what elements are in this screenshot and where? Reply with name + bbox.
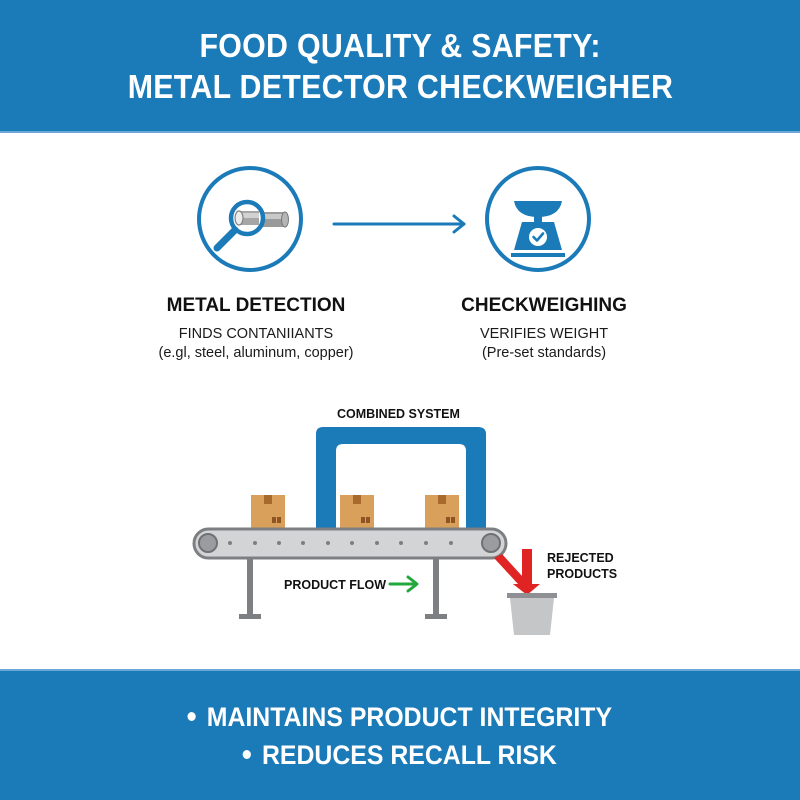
product-box	[251, 495, 285, 529]
metal-detection-title: METAL DETECTION	[166, 295, 346, 316]
page-title-line-2: METAL DETECTOR CHECKWEIGHER	[127, 67, 673, 105]
magnifier-metal-icon	[213, 199, 289, 252]
conveyor-system-diagram	[192, 427, 557, 635]
reject-bin-icon	[507, 593, 557, 635]
benefit-text: REDUCES RECALL RISK	[262, 739, 558, 770]
combined-system-label: COMBINED SYSTEM	[337, 407, 460, 421]
benefit-bullet: REDUCES RECALL RISK	[242, 736, 558, 774]
product-flow-arrow-icon	[388, 575, 419, 593]
rejected-products-label-line-2: PRODUCTS	[547, 567, 618, 581]
benefit-text: MAINTAINS PRODUCT INTEGRITY	[207, 701, 613, 732]
bullet-dot-icon	[242, 750, 252, 759]
header-banner: FOOD QUALITY & SAFETY: METAL DETECTOR CH…	[0, 0, 800, 131]
bullet-dot-icon	[187, 712, 196, 721]
footer-banner: MAINTAINS PRODUCT INTEGRITY REDUCES RECA…	[0, 671, 800, 800]
checkweighing-icon-circle	[485, 166, 591, 272]
scale-check-icon	[511, 201, 565, 257]
product-box	[425, 495, 459, 529]
metal-detection-subtitle: FINDS CONTANIIANTS	[178, 326, 334, 342]
detector-arch	[316, 427, 486, 531]
conveyor-belt	[192, 527, 508, 560]
benefit-bullet: MAINTAINS PRODUCT INTEGRITY	[187, 698, 613, 736]
footer-divider	[0, 669, 800, 671]
reject-arrow-icon	[494, 549, 540, 595]
product-flow-label: PRODUCT FLOW	[284, 578, 387, 592]
checkweighing-title: CHECKWEIGHING	[461, 295, 627, 316]
product-box	[340, 495, 374, 529]
page-title-line-1: FOOD QUALITY & SAFETY:	[199, 26, 601, 64]
metal-detection-detail: (e.gl, steel, aluminum, copper)	[158, 345, 354, 361]
checkweighing-detail: (Pre-set standards)	[481, 345, 607, 361]
process-arrow-icon	[332, 214, 466, 234]
checkweighing-subtitle: VERIFIES WEIGHT	[479, 326, 609, 342]
metal-detection-icon-circle	[197, 166, 303, 272]
conveyor-legs	[239, 556, 447, 619]
rejected-products-label-line-1: REJECTED	[547, 551, 614, 565]
header-divider	[0, 131, 800, 133]
